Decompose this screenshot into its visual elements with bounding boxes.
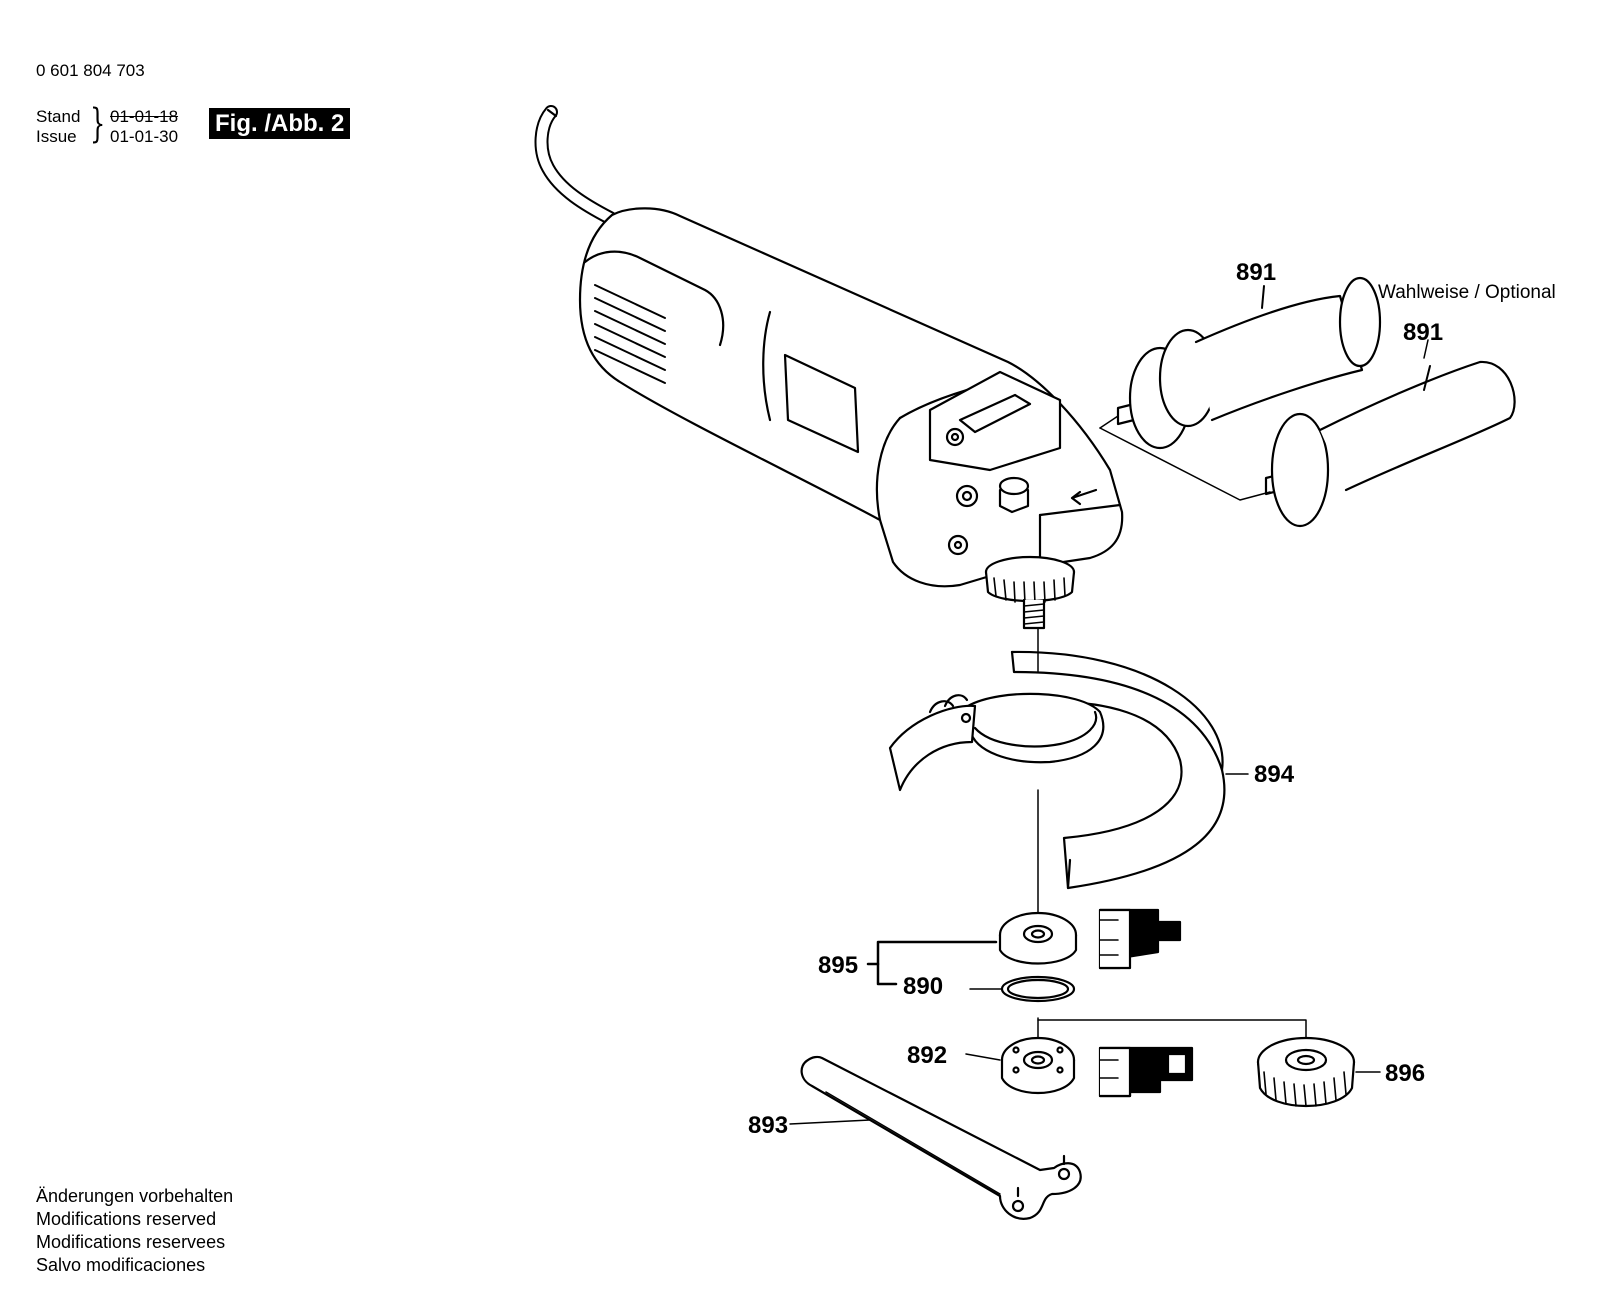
footer-line: Modifications reservees: [36, 1232, 226, 1252]
current-date: 01-01-30: [110, 127, 179, 146]
quick-clamp-nut-drawing: [1037, 1019, 1356, 1108]
inner-flange-section-drawing: [1098, 1046, 1194, 1098]
outer-flange-section-drawing: [1098, 908, 1182, 970]
angle-grinder-body-drawing: [578, 207, 1124, 588]
footer-line: Änderungen vorbehalten: [36, 1186, 234, 1206]
callout-896: 896: [1385, 1060, 1425, 1087]
spindle-drawing: [984, 555, 1076, 630]
pin-spanner-drawing: [800, 1055, 1082, 1220]
callout-895: 895: [818, 952, 858, 979]
callout-892: 892: [907, 1042, 947, 1069]
footer-line: Salvo modificaciones: [36, 1255, 206, 1275]
o-ring-drawing: [1000, 975, 1076, 1003]
part-number: 0 601 804 703: [36, 61, 145, 80]
outer-flange-drawing: [998, 911, 1078, 965]
callout-894: 894: [1254, 761, 1295, 788]
callout-893: 893: [748, 1112, 788, 1139]
footer-notes: Änderungen vorbehalten Modifications res…: [36, 1185, 233, 1277]
superseded-date: 01-01-18: [110, 107, 179, 126]
optional-note: Wahlweise / Optional: [1378, 282, 1556, 303]
footer-line: Modifications reserved: [36, 1209, 217, 1229]
callout-891-upper: 891: [1236, 259, 1276, 286]
inner-flange-drawing: [1000, 1036, 1076, 1095]
callout-891-lower: 891: [1403, 319, 1443, 346]
brace-icon: }: [90, 101, 106, 147]
side-handle-alt-drawing: [1264, 360, 1516, 528]
stand-label: Stand: [36, 107, 81, 126]
power-cord-drawing: [534, 105, 617, 225]
figure-label: Fig. /Abb. 2: [209, 108, 351, 139]
side-handle-drawing: [1116, 276, 1382, 450]
wheel-guard-drawing: [888, 650, 1226, 890]
issue-label: Issue: [36, 127, 77, 146]
callout-890: 890: [903, 973, 943, 1000]
